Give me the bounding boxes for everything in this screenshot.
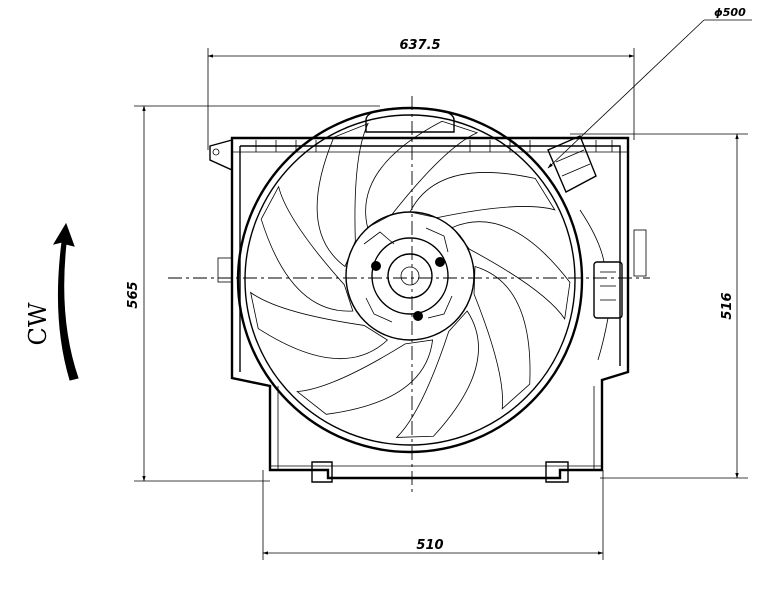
fan-blade	[395, 310, 479, 438]
fan-blade	[296, 339, 434, 415]
dimension-width-top-label: 637.5	[399, 38, 440, 53]
dimension-height-left-label: 565	[126, 281, 141, 308]
fan-blade	[451, 221, 571, 320]
fan-blade	[409, 172, 556, 219]
fan-blade	[473, 266, 531, 410]
fan-shroud	[209, 107, 647, 483]
center-lines	[168, 96, 650, 494]
fan-blades	[250, 120, 571, 438]
fan-blade	[260, 185, 354, 312]
dimension-width-top: 637.5	[207, 38, 635, 150]
wire-harness-icon	[579, 209, 623, 361]
fan-ring	[236, 106, 584, 454]
hub-mount-holes-icon	[371, 257, 445, 321]
shroud-top-ribs	[255, 140, 613, 152]
fan-blade	[250, 291, 389, 360]
dimension-width-bottom-label: 510	[416, 538, 443, 553]
dimension-diameter-leader: ϕ500	[547, 6, 752, 169]
dimension-diameter-label: ϕ500	[714, 6, 746, 19]
rotation-indicator: CW	[24, 222, 79, 381]
rotation-label: CW	[24, 302, 52, 345]
dimension-height-right: 516	[570, 133, 748, 479]
fan-blade	[365, 120, 479, 229]
rotation-arrow-icon	[52, 222, 79, 381]
fan-blade	[316, 122, 369, 268]
dimension-height-left: 565	[126, 105, 380, 482]
dimension-width-bottom: 510	[262, 470, 604, 560]
fan-hub	[345, 211, 475, 341]
dimension-height-right-label: 516	[720, 292, 735, 319]
connector-plug-icon	[547, 135, 597, 193]
